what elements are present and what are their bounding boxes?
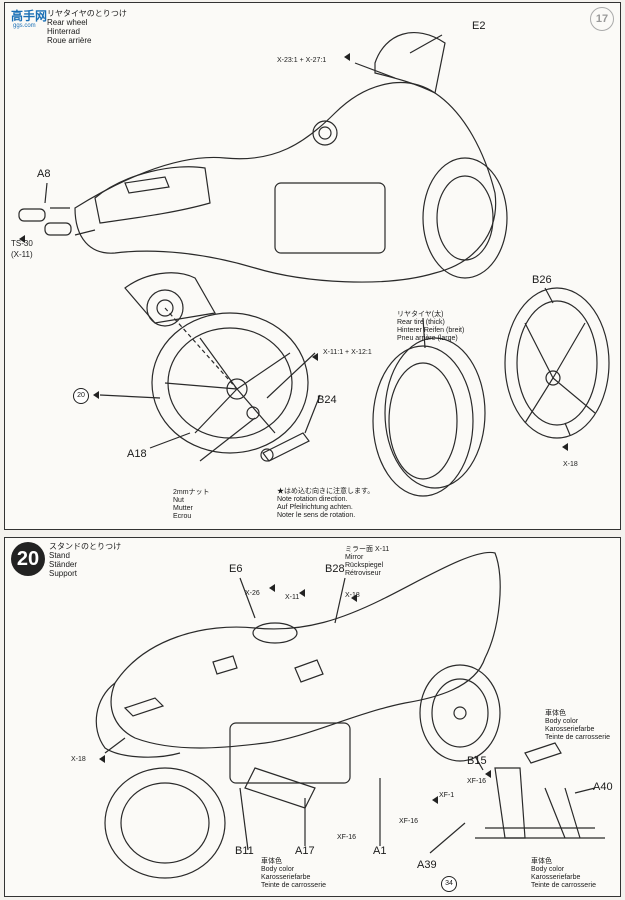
step-20-reference-circle: 20 [73,388,89,404]
b15-paint-spec: XF-16 [467,778,487,785]
mirror-note: ミラー面 X-11 Mirror Rückspiegel Rétroviseur [345,546,390,577]
part-b26-label: B26 [532,274,552,286]
part-b15-label: B15 [467,755,487,767]
step-20-number-badge: 20 [11,542,45,576]
part-e2-label: E2 [472,20,486,32]
hub-paint-spec: X-11:1 + X-12:1 [323,349,372,356]
part-a1-label: A1 [373,845,387,857]
b28-paint-spec: X-18 [345,592,360,599]
step-17-ghost-badge: 17 [590,7,614,31]
a8-paint-spec-ts30: TS-30 [11,239,33,248]
part-a40-label: A40 [593,781,613,793]
motorcycle-stand-illustration [95,551,605,879]
e6-paint-spec: X-26 [245,590,260,597]
rear-tire-note: リヤタイヤ(太) Rear tire (thick) Hinterer Reif… [397,311,465,342]
nut-note: 2mmナット Nut Mutter Ecrou [173,489,210,520]
body-color-note-3: 車体色 Body color Karosseriefarbe Teinte de… [531,858,596,889]
step-19-rear-wheel-panel: 高手网 ggs.com 17 リヤタイヤのとりつけ Rear wheel Hin… [4,2,621,530]
step-19-title: リヤタイヤのとりつけ Rear wheel Hinterrad Roue arr… [47,9,127,45]
b26-paint-spec: X-18 [563,461,578,468]
part-a8-label: A8 [37,168,51,180]
part-a18-label: A18 [127,448,147,460]
part-e6-label: E6 [229,563,243,575]
mirror-stalk-paint-spec: X-11 [285,594,300,601]
step-34-reference-circle: 34 [441,876,457,892]
part-a17-label: A17 [295,845,315,857]
rotation-direction-note: ★はめ込む向きに注意します。 Note rotation direction. … [277,488,375,519]
motorcycle-rear-wheel-illustration [18,32,610,497]
part-a39-label: A39 [417,859,437,871]
part-b28-label: B28 [325,563,345,575]
a8-paint-spec-x11: (X-11) [11,250,33,259]
front-paint-spec: X-18 [71,756,86,763]
e2-paint-spec: X-23:1 + X-27:1 [277,57,327,64]
step-20-title: スタンドのとりつけ Stand Ständer Support [49,542,122,578]
part-b11-label: B11 [235,845,254,857]
watermark-url: ggs.com [13,23,36,29]
body-color-note-1: 車体色 Body color Karosseriefarbe Teinte de… [545,710,610,741]
watermark-logo: 高手网 [11,9,48,23]
part-b24-label: B24 [317,394,337,406]
step-20-stand-panel: 20 スタンドのとりつけ Stand Ständer Support [4,537,621,897]
footpeg-paint-spec: XF-16 [399,818,419,825]
body-color-note-2: 車体色 Body color Karosseriefarbe Teinte de… [261,858,326,889]
a17-paint-spec: XF-16 [337,834,357,841]
stand-paint-spec-xf1: XF-1 [439,792,455,799]
